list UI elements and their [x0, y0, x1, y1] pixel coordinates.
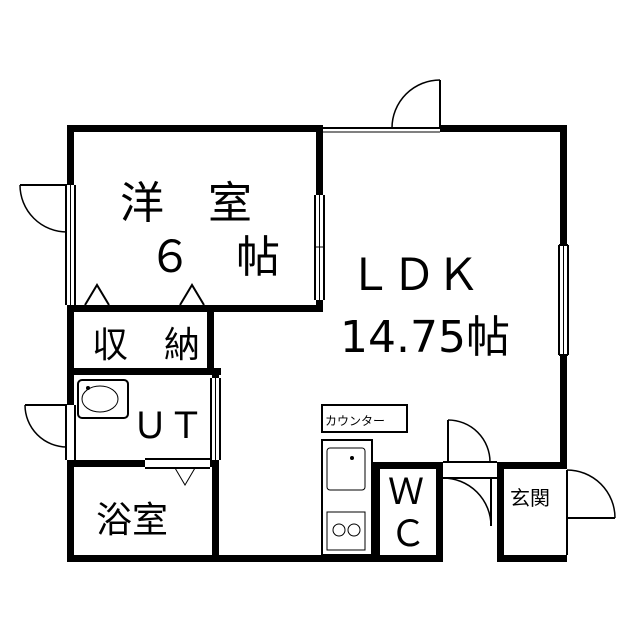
storage-door-marker-right	[179, 283, 205, 306]
kitchen-counter	[321, 439, 373, 556]
wall-bedroom-bottom	[67, 305, 323, 312]
windows	[65, 185, 569, 486]
wall-left	[67, 125, 74, 562]
wash-basin	[77, 379, 129, 419]
wall-top-right	[440, 125, 567, 132]
ldk-size: 14.75帖	[340, 312, 510, 363]
wall-bottom	[67, 555, 439, 562]
doors	[19, 79, 616, 555]
window-ut-left	[66, 405, 75, 460]
counter-label: カウンター	[325, 414, 385, 428]
kitchen-sink	[326, 447, 366, 491]
utility-name: ＵＴ	[132, 406, 204, 447]
wall-storage-right	[207, 305, 214, 375]
western-room-size: ６ 帖	[148, 232, 280, 283]
storage-name: 収 納	[92, 325, 200, 366]
bathroom-name: 浴室	[96, 500, 168, 541]
wall-entrance-bottom	[497, 555, 567, 562]
wall-wc-top	[373, 462, 443, 469]
wall-wc-right	[436, 462, 443, 562]
stove	[326, 511, 366, 551]
wall-top-left	[67, 125, 323, 132]
western-room-name: 洋 室	[120, 178, 252, 229]
wall-entrance-top	[497, 462, 567, 469]
door-bath	[145, 459, 210, 468]
burner-right	[347, 523, 361, 537]
wall-ut-bottom	[67, 460, 219, 467]
wall-wc-left	[373, 462, 380, 562]
wall-entrance-left	[497, 462, 504, 562]
toilet-name-bottom: Ｃ	[390, 514, 426, 555]
storage-door-marker-left	[84, 283, 110, 306]
storage-fixtures	[84, 283, 205, 306]
kitchen: カウンター	[321, 404, 408, 556]
wall-storage-bottom	[67, 368, 221, 375]
burner-left	[332, 523, 346, 537]
ldk-name: ＬＤＫ	[348, 250, 480, 301]
entrance-name: 玄関	[510, 486, 550, 510]
room-labels: 洋 室 ６ 帖 ＬＤＫ 14.75帖 収 納 ＵＴ 浴室 Ｗ Ｃ 玄関	[92, 178, 550, 555]
toilet-name-top: Ｗ	[388, 472, 424, 513]
